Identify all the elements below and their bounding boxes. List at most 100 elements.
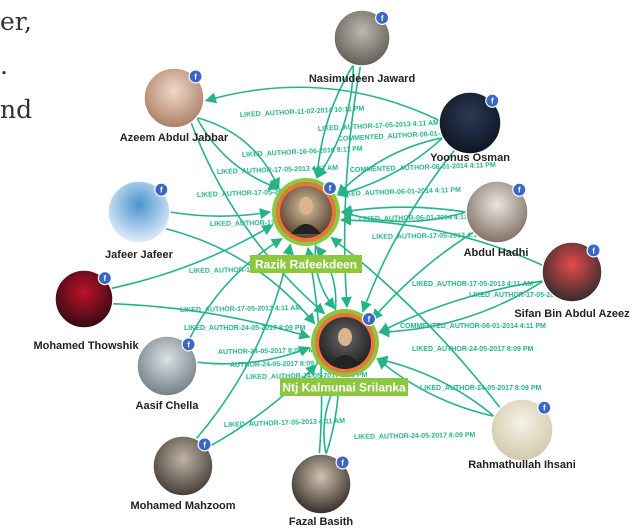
person-silhouette-icon bbox=[291, 224, 321, 234]
edge-arrow bbox=[316, 64, 355, 179]
node-label: Aasif Chella bbox=[136, 400, 200, 412]
avatar bbox=[465, 180, 529, 244]
edge-label: LIKED_AUTHOR-17-05-2013 4:11 AM bbox=[469, 292, 590, 299]
avatar bbox=[490, 398, 554, 462]
node-label: Mohamed Mahzoom bbox=[130, 500, 235, 512]
facebook-icon-glyph: f bbox=[368, 315, 371, 324]
page-label: Razik Rafeekdeen bbox=[255, 258, 357, 272]
edge-arrow bbox=[376, 355, 495, 417]
avatar bbox=[54, 269, 114, 329]
node-label: Abdul Hadhi bbox=[464, 247, 529, 259]
edge-arrow bbox=[206, 363, 318, 449]
edge-arrow bbox=[186, 238, 283, 345]
edge-arrow bbox=[315, 245, 337, 311]
background-text-line: . bbox=[0, 51, 8, 80]
avatar bbox=[152, 435, 214, 497]
facebook-icon bbox=[586, 243, 601, 258]
facebook-icon-glyph: f bbox=[518, 186, 521, 195]
edge-arrow bbox=[340, 204, 467, 217]
page-label-box bbox=[280, 378, 408, 396]
avatar bbox=[136, 335, 198, 397]
node-label: Yoonus Osman bbox=[430, 152, 510, 164]
edge-arrow bbox=[314, 244, 336, 310]
facebook-icon-glyph: f bbox=[543, 404, 546, 413]
edge-label: LIKED_AUTHOR-17-05-2013 4:11 AM bbox=[372, 232, 493, 241]
background-text: er, . nd bbox=[0, 0, 32, 132]
node-label: Nasimudeen Jaward bbox=[309, 73, 415, 85]
facebook-icon-glyph: f bbox=[194, 72, 197, 81]
node-label: Jafeer Jafeer bbox=[105, 249, 174, 261]
node-label: Azeem Abdul Jabbar bbox=[120, 132, 229, 144]
edge-label: LIKED_AUTHOR-16-06-2016 9:11 PM bbox=[242, 146, 363, 159]
avatar bbox=[333, 9, 391, 67]
edge-label: LIKED_AUTHOR-24-05-2017 8:09 PM bbox=[354, 432, 476, 441]
facebook-icon-glyph: f bbox=[160, 186, 163, 195]
facebook-icon bbox=[322, 180, 338, 196]
edge-layer bbox=[110, 64, 544, 455]
person-silhouette-icon bbox=[330, 355, 360, 365]
edge-arrow bbox=[312, 64, 355, 179]
edge-arrow bbox=[204, 86, 440, 122]
person-silhouette-icon bbox=[299, 197, 313, 215]
page-label-box bbox=[250, 255, 362, 273]
facebook-icon-glyph: f bbox=[203, 440, 206, 449]
edge-label: LIKED_AUTHOR-17-05-2013 4:11 AM bbox=[197, 188, 318, 199]
edge-label: AUTHOR-24-05-2017 8:09 PM bbox=[230, 360, 327, 369]
edge-arrow bbox=[196, 346, 311, 365]
edge-label: LIKED_AUTHOR-24-05-2017 8:09 PM bbox=[412, 346, 534, 353]
edge-arrow bbox=[378, 280, 544, 338]
background-text-line: er, bbox=[0, 7, 32, 36]
facebook-icon-glyph: f bbox=[187, 340, 190, 349]
edge-label: COMMENTED_AUTHOR-06-01-2014 4:11 PM bbox=[400, 323, 546, 330]
facebook-icon bbox=[181, 337, 196, 352]
facebook-icon-glyph: f bbox=[491, 97, 494, 106]
facebook-icon-glyph: f bbox=[104, 274, 107, 283]
edge-label: AUTHOR-24-05-2017 8:09 PM bbox=[218, 347, 315, 356]
edge-label: LIKED_AUTHOR-24-05-2017 8:09 PM bbox=[246, 372, 368, 381]
avatar bbox=[107, 180, 171, 244]
person-silhouette-icon bbox=[338, 328, 352, 346]
edge-label: LIKED_AUTHOR-17-05-2013 4:11 AM bbox=[412, 281, 533, 288]
avatar bbox=[438, 91, 502, 155]
facebook-icon-glyph: f bbox=[341, 458, 344, 467]
edge-arrow bbox=[190, 122, 326, 315]
edge-arrow bbox=[361, 149, 456, 313]
facebook-icon bbox=[335, 455, 350, 470]
edge-arrow bbox=[336, 137, 443, 196]
edge-label: LIKED_AUTHOR-06-01-2014 4:11 PM bbox=[340, 187, 461, 198]
edge-arrow bbox=[340, 209, 467, 223]
edge-arrow bbox=[112, 303, 311, 340]
facebook-icon bbox=[97, 271, 112, 286]
edge-label: LIKED_AUTHOR-17-05-2013 4:11 AM bbox=[210, 219, 331, 228]
avatar bbox=[541, 241, 603, 303]
node-label: Mohamed Thowshik bbox=[33, 340, 139, 352]
facebook-icon bbox=[375, 10, 390, 25]
facebook-icon bbox=[537, 400, 552, 415]
edge-arrow bbox=[371, 231, 474, 321]
edge-label: LIKED_AUTHOR-24-05-2017 8:09 PM bbox=[184, 325, 306, 332]
edge-arrow bbox=[336, 137, 444, 198]
facebook-icon bbox=[512, 182, 527, 197]
node-label: Fazal Basith bbox=[289, 516, 353, 528]
edge-arrow bbox=[376, 358, 495, 418]
edge-label: LIKED_AUTHOR-17-05-2013 4:11 AM bbox=[189, 266, 310, 275]
facebook-icon bbox=[485, 93, 500, 108]
edge-label: LIKED_AUTHOR-17-05-2013 4:11 AM bbox=[217, 165, 338, 176]
node-label: Rahmathullah Ihsani bbox=[468, 459, 576, 471]
edge-label: LIKED_AUTHOR-17-05-2013 4:11 AM bbox=[224, 418, 345, 429]
